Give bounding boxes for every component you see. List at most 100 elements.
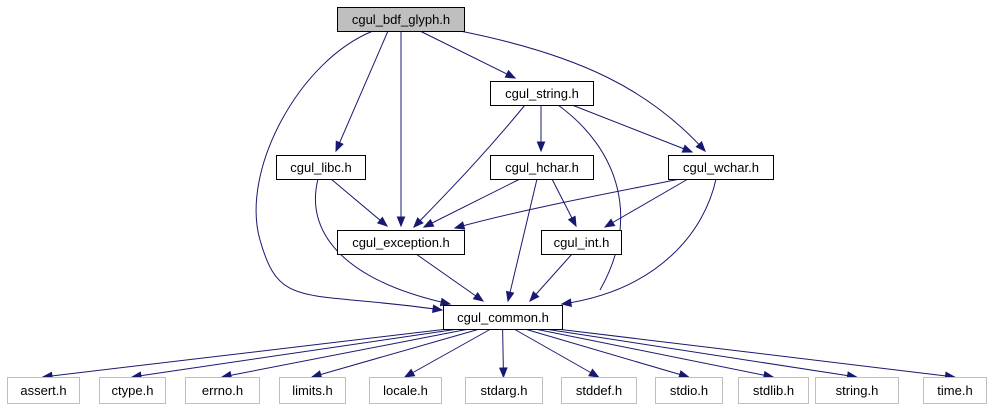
edge-cgul-common-to-ctype xyxy=(131,328,459,378)
edge-cgul-bdf-glyph-to-cgul-exception-arrowhead xyxy=(396,216,406,228)
node-label: limits.h xyxy=(292,383,332,398)
edge-cgul-common-to-limits xyxy=(311,328,480,378)
node-label: cgul_common.h xyxy=(457,310,549,325)
node-box xyxy=(655,377,723,404)
node-cgul-int[interactable]: cgul_int.h xyxy=(541,230,622,255)
edge-cgul-common-to-assert xyxy=(42,328,448,378)
edge-cgul-string-to-cgul-common xyxy=(557,104,622,291)
nodes-layer: cgul_bdf_glyph.h cgul_string.h cgul_libc.h… xyxy=(7,7,987,404)
node-box xyxy=(276,155,366,180)
node-box xyxy=(668,155,774,180)
edge-cgul-wchar-to-cgul-common xyxy=(561,178,717,305)
edge-cgul-bdf-glyph-to-cgul-libc xyxy=(335,30,389,152)
node-cgul-string[interactable]: cgul_string.h xyxy=(490,81,594,106)
node-cgul-wchar[interactable]: cgul_wchar.h xyxy=(668,155,774,180)
node-cgul-hchar[interactable]: cgul_hchar.h xyxy=(490,155,594,180)
node-box xyxy=(465,377,543,404)
node-locale: locale.h xyxy=(369,377,442,404)
node-box xyxy=(541,230,622,255)
edge-cgul-common-to-time xyxy=(556,328,955,378)
edge-cgul-common-to-stdlib xyxy=(534,328,774,378)
edge-cgul-int-to-cgul-common-arrowhead xyxy=(529,291,540,303)
edge-cgul-wchar-to-cgul-exception xyxy=(454,178,681,229)
node-label: cgul_libc.h xyxy=(290,160,351,175)
node-label: cgul_hchar.h xyxy=(505,160,579,175)
node-stdio: stdio.h xyxy=(655,377,723,404)
edge-cgul-common-to-stdio xyxy=(524,328,689,378)
edge-cgul-string-to-cgul-hchar-arrowhead xyxy=(536,141,546,153)
edge-cgul-exception-to-cgul-common xyxy=(415,253,484,302)
node-label: cgul_int.h xyxy=(554,235,610,250)
edge-cgul-common-to-string xyxy=(544,328,857,378)
edge-cgul-libc-to-cgul-exception-arrowhead xyxy=(376,216,389,227)
node-errno: errno.h xyxy=(185,377,260,404)
node-label: stdlib.h xyxy=(753,383,794,398)
node-time: time.h xyxy=(923,377,987,404)
edge-cgul-exception-to-cgul-common-arrowhead xyxy=(472,291,485,302)
node-box xyxy=(337,230,465,255)
edge-cgul-hchar-to-cgul-exception xyxy=(423,178,521,228)
edge-cgul-wchar-to-cgul-int-arrowhead xyxy=(603,218,616,228)
node-label: cgul_exception.h xyxy=(352,235,450,250)
node-box xyxy=(443,305,563,330)
edge-cgul-wchar-to-cgul-common-arrowhead xyxy=(560,298,573,307)
edge-cgul-int-to-cgul-common xyxy=(529,253,573,302)
node-box xyxy=(369,377,442,404)
edge-cgul-bdf-glyph-to-cgul-wchar xyxy=(459,30,706,152)
edge-cgul-bdf-glyph-to-cgul-common-arrowhead xyxy=(431,304,444,313)
edge-cgul-wchar-to-cgul-int xyxy=(604,178,689,228)
node-label: stddef.h xyxy=(576,383,622,398)
edge-cgul-bdf-glyph-to-cgul-common xyxy=(255,30,443,311)
node-cgul-exception[interactable]: cgul_exception.h xyxy=(337,230,465,255)
edge-cgul-libc-to-cgul-common-arrowhead xyxy=(439,297,452,307)
edge-cgul-bdf-glyph-to-cgul-string-arrowhead xyxy=(504,69,517,79)
node-label: assert.h xyxy=(20,383,66,398)
node-cgul-bdf-glyph[interactable]: cgul_bdf_glyph.h xyxy=(337,7,465,32)
node-cgul-libc[interactable]: cgul_libc.h xyxy=(276,155,366,180)
edge-cgul-common-to-stddef-arrowhead xyxy=(588,368,600,378)
edge-cgul-bdf-glyph-to-cgul-string xyxy=(419,30,516,79)
node-box xyxy=(7,377,80,404)
node-box xyxy=(337,7,465,32)
node-box xyxy=(490,81,594,106)
edge-cgul-common-to-locale xyxy=(404,328,492,378)
node-box xyxy=(99,377,166,404)
edge-cgul-hchar-to-cgul-common-arrowhead xyxy=(505,290,515,303)
edge-cgul-bdf-glyph-to-cgul-wchar-arrowhead xyxy=(695,141,706,152)
node-box xyxy=(738,377,809,404)
node-stdlib: stdlib.h xyxy=(738,377,809,404)
edge-cgul-common-to-locale-arrowhead xyxy=(403,368,416,378)
node-label: stdarg.h xyxy=(481,383,528,398)
node-box xyxy=(561,377,637,404)
node-label: string.h xyxy=(836,383,879,398)
edge-cgul-string-to-cgul-exception-arrowhead xyxy=(413,217,424,228)
edge-cgul-common-to-stdarg-arrowhead xyxy=(498,367,508,379)
edge-cgul-wchar-to-cgul-exception-arrowhead xyxy=(453,221,466,230)
node-box xyxy=(279,377,346,404)
edge-cgul-bdf-glyph-to-cgul-libc-arrowhead xyxy=(335,140,344,153)
edge-cgul-string-to-cgul-wchar xyxy=(571,104,693,153)
edge-cgul-common-to-errno xyxy=(221,328,469,378)
node-label: locale.h xyxy=(383,383,428,398)
node-label: stdio.h xyxy=(670,383,708,398)
node-box xyxy=(490,155,594,180)
node-assert: assert.h xyxy=(7,377,80,404)
node-box xyxy=(185,377,260,404)
node-string: string.h xyxy=(815,377,899,404)
edge-cgul-hchar-to-cgul-int-arrowhead xyxy=(567,215,577,228)
edge-cgul-string-to-cgul-exception xyxy=(413,104,526,228)
node-limits: limits.h xyxy=(279,377,346,404)
node-stdarg: stdarg.h xyxy=(465,377,543,404)
node-box xyxy=(815,377,899,404)
node-label: cgul_bdf_glyph.h xyxy=(352,12,450,27)
node-label: cgul_wchar.h xyxy=(683,160,759,175)
node-stddef: stddef.h xyxy=(561,377,637,404)
node-label: time.h xyxy=(937,383,972,398)
node-label: cgul_string.h xyxy=(505,86,579,101)
node-cgul-common[interactable]: cgul_common.h xyxy=(443,305,563,330)
node-label: errno.h xyxy=(202,383,243,398)
edge-cgul-common-to-limits-arrowhead xyxy=(310,370,323,379)
node-box xyxy=(923,377,987,404)
edge-cgul-libc-to-cgul-exception xyxy=(330,178,388,227)
